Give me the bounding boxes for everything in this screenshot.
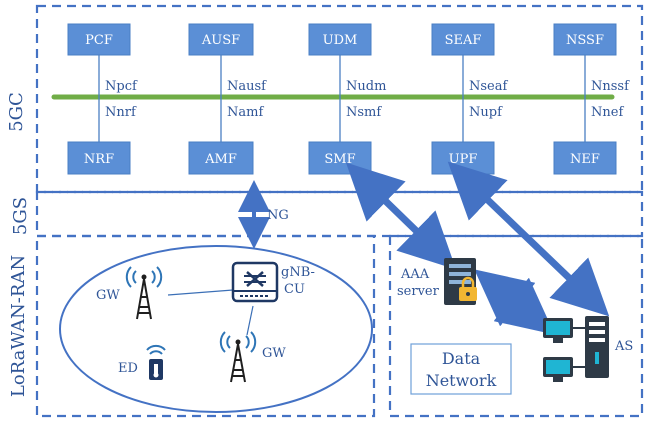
router-icon xyxy=(231,261,279,303)
gnb-label-line1: gNB- xyxy=(281,265,315,280)
nf-upf: UPF xyxy=(431,141,495,175)
nf-pcf: PCF xyxy=(67,23,131,56)
svg-text:AUSF: AUSF xyxy=(201,33,240,48)
5gs-boundary xyxy=(35,190,644,238)
nf-nrf: NRF xyxy=(67,141,131,175)
svg-text:AMF: AMF xyxy=(204,152,237,167)
ran-boundary xyxy=(35,234,376,418)
iface-nnssf: Nnssf xyxy=(591,79,630,94)
svg-text:UDM: UDM xyxy=(323,33,358,48)
svg-text:NEF: NEF xyxy=(570,152,600,167)
core-label: 5GC xyxy=(6,92,27,132)
nf-ausf: AUSF xyxy=(188,23,254,56)
5gs-label-bg xyxy=(6,194,34,236)
aaa-as-arrow xyxy=(474,269,555,335)
iface-namf: Namf xyxy=(227,105,264,120)
iface-nupf: Nupf xyxy=(469,105,503,120)
sensor-icon xyxy=(146,344,166,380)
gw-gnb-link-right xyxy=(246,305,254,336)
svg-text:PCF: PCF xyxy=(85,33,113,48)
iface-nseaf: Nseaf xyxy=(469,79,508,94)
antenna-icon xyxy=(125,266,163,320)
svg-text:SMF: SMF xyxy=(324,152,355,167)
gnb-label-line2: CU xyxy=(284,282,305,297)
iface-nnef: Nnef xyxy=(591,105,624,120)
iface-npcf: Npcf xyxy=(105,79,138,94)
ran-label: LoRaWAN-RAN xyxy=(8,255,29,397)
as-label: AS xyxy=(614,339,633,354)
svg-text:UPF: UPF xyxy=(449,152,478,167)
gw-gnb-link-left xyxy=(167,289,234,296)
data-network-label-line1: Data xyxy=(442,349,481,368)
gw-right-label: GW xyxy=(262,346,286,361)
nf-nssf: NSSF xyxy=(553,23,617,56)
data-network-label-line2: Network xyxy=(426,371,497,390)
nf-amf: AMF xyxy=(188,141,254,175)
iface-nausf: Nausf xyxy=(227,79,267,94)
svg-text:NRF: NRF xyxy=(84,152,114,167)
smf-aaa-arrow xyxy=(345,162,457,270)
nf-smf: SMF xyxy=(308,141,372,175)
svg-text:NSSF: NSSF xyxy=(566,33,604,48)
nf-udm: UDM xyxy=(308,23,372,56)
ran-coverage-ellipse xyxy=(59,245,373,413)
iface-nsmf: Nsmf xyxy=(346,105,382,120)
ng-label: NG xyxy=(267,208,289,223)
antenna-icon xyxy=(219,331,257,383)
aaa-label-line1: AAA xyxy=(400,267,430,282)
aaa-label-line2: server xyxy=(397,284,440,299)
iface-nudm: Nudm xyxy=(346,79,386,94)
upf-as-arrow xyxy=(447,161,610,317)
nf-seaf: SEAF xyxy=(431,23,495,56)
gw-left-label: GW xyxy=(96,288,120,303)
data-network-box: Data Network xyxy=(410,343,512,395)
core-network-boundary xyxy=(35,4,644,194)
ed-label: ED xyxy=(118,361,138,376)
5gs-label: 5GS xyxy=(10,197,31,235)
server-lock-icon xyxy=(444,258,477,305)
nf-nef: NEF xyxy=(553,141,617,175)
computer-server-icon xyxy=(543,316,609,382)
svg-text:SEAF: SEAF xyxy=(445,33,482,48)
iface-nnrf: Nnrf xyxy=(105,105,137,120)
